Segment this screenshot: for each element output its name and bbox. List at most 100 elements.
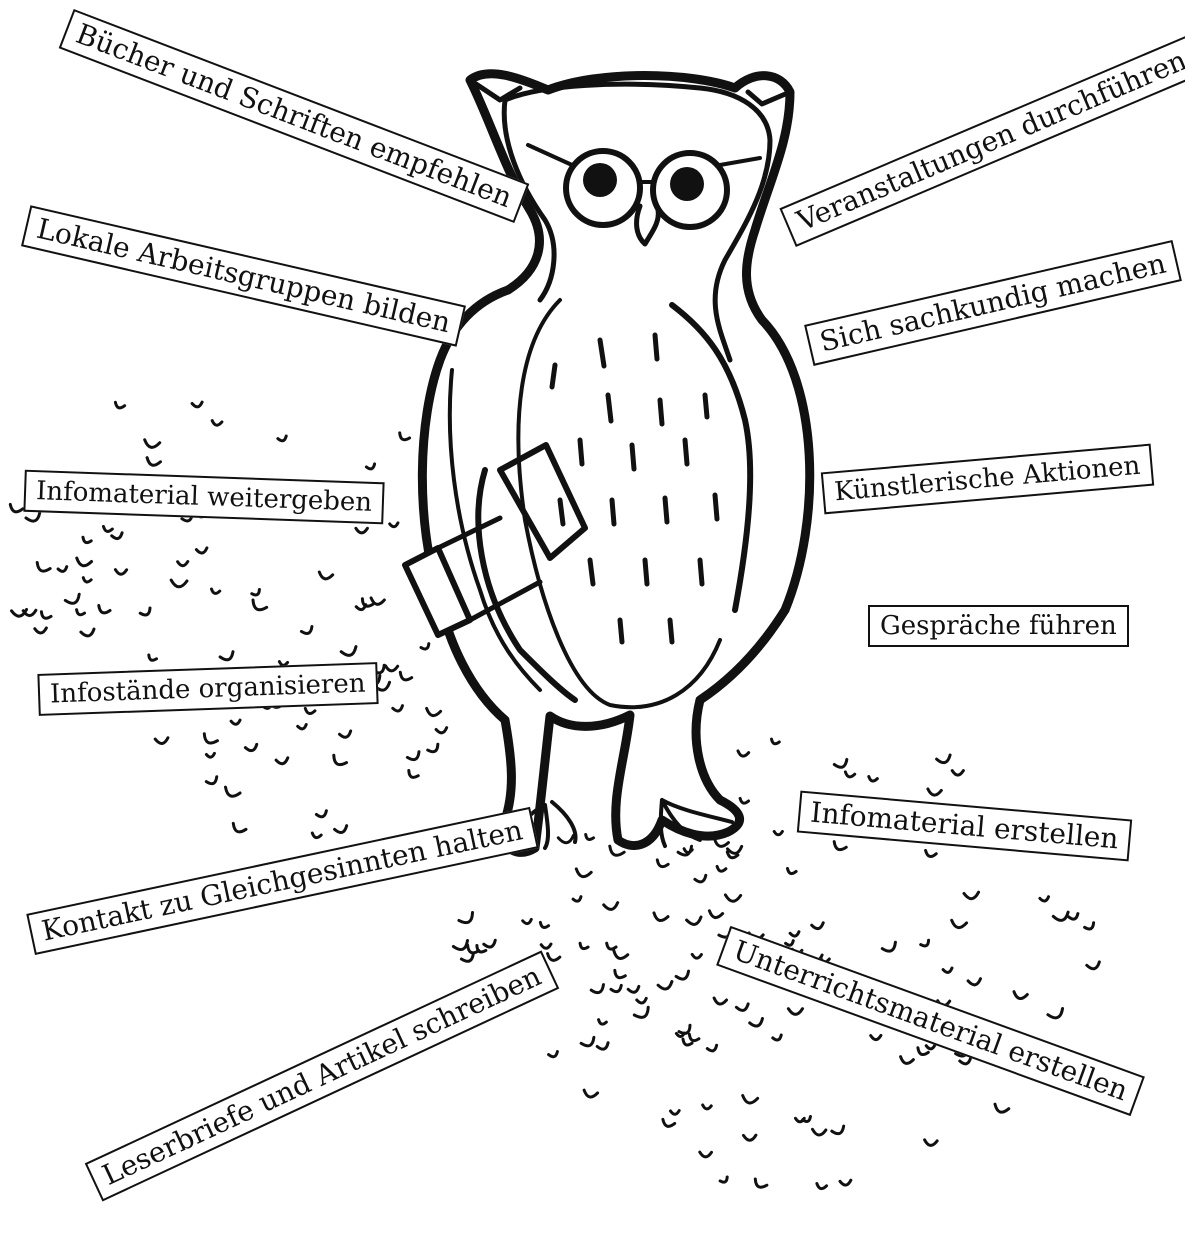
feather-scribble [385, 666, 397, 671]
feather-scribble [750, 1019, 765, 1029]
feather-scribble [145, 458, 160, 467]
feather-scribble [316, 811, 327, 819]
feather-scribble [937, 755, 952, 765]
feather-scribble [598, 1020, 607, 1025]
feather-scribble [573, 897, 582, 903]
feather-scribble [742, 1096, 758, 1105]
feather-scribble [335, 826, 349, 834]
feather-scribble [688, 1034, 699, 1042]
feather-scribble [943, 968, 952, 973]
feather-scribble [393, 706, 404, 712]
feather-scribble [212, 421, 222, 426]
feather-scribble [9, 504, 23, 513]
feather-scribble [112, 533, 124, 540]
feather-scribble [637, 998, 647, 1003]
feather-scribble [770, 739, 779, 745]
feather-scribble [728, 846, 743, 854]
feather-scribble [541, 944, 551, 949]
feather-scribble [407, 771, 419, 780]
feather-scribble [196, 548, 207, 554]
feather-scribble [147, 655, 156, 662]
feather-scribble [725, 895, 741, 902]
feather-scribble [716, 866, 726, 872]
feather-scribble [658, 981, 673, 990]
feather-scribble [398, 433, 410, 442]
feather-scribble [611, 985, 623, 993]
feather-scribble [736, 1004, 749, 1012]
feather-scribble [202, 734, 218, 746]
feather-scribble [788, 1009, 802, 1015]
feather-scribble [546, 954, 560, 962]
feather-scribble [523, 919, 532, 924]
feather-scribble [231, 823, 246, 834]
feather-scribble [318, 572, 333, 580]
feather-scribble [1048, 1008, 1065, 1020]
feather-scribble [1087, 962, 1101, 970]
feather-scribble [702, 1105, 711, 1109]
feather-scribble [597, 1043, 609, 1051]
feather-scribble [301, 626, 313, 635]
feather-scribble [97, 606, 110, 616]
feather-scribble [924, 851, 936, 859]
feather-scribble [812, 923, 825, 930]
feather-scribble [899, 1057, 913, 1065]
feather-scribble [591, 985, 605, 995]
feather-scribble [695, 875, 707, 883]
feather-scribble [927, 789, 941, 796]
feather-scribble [661, 1119, 674, 1128]
feather-scribble [687, 917, 703, 926]
feather-scribble [206, 753, 214, 757]
feather-scribble [390, 523, 399, 527]
feather-scribble [1040, 897, 1049, 902]
feather-scribble [656, 860, 669, 869]
feather-scribble [581, 1037, 596, 1048]
feather-scribble [840, 1180, 851, 1185]
feather-scribble [558, 835, 574, 843]
feather-scribble [539, 922, 548, 929]
feather-scribble [484, 940, 497, 949]
feather-scribble [844, 772, 854, 778]
feather-scribble [366, 464, 375, 470]
feather-scribble [192, 402, 203, 407]
feather-scribble [871, 1035, 881, 1039]
feather-scribble [700, 1152, 712, 1157]
feather-scribble [298, 724, 307, 729]
feather-scribble [812, 1129, 826, 1135]
feather-scribble [964, 892, 979, 899]
feather-scribble [834, 759, 849, 769]
feather-scribble [968, 979, 981, 986]
feather-scribble [276, 758, 289, 765]
feather-scribble [993, 1104, 1009, 1114]
feather-scribble [340, 731, 352, 739]
feather-scribble [252, 589, 261, 596]
feather-scribble [1085, 923, 1096, 931]
feather-scribble [628, 986, 640, 993]
feather-scribble [720, 1177, 729, 1184]
feather-scribble [82, 537, 92, 544]
feather-scribble [35, 563, 50, 574]
feather-scribble [171, 580, 187, 587]
feather-scribble [583, 1090, 598, 1098]
feather-scribble [790, 932, 799, 937]
feather-scribble [692, 954, 701, 958]
feather-scribble [613, 970, 626, 980]
feather-scribble [612, 951, 627, 960]
feather-scribble [916, 1048, 928, 1057]
feather-scribble [58, 567, 68, 573]
feather-scribble [1069, 914, 1080, 921]
label-gespraeche: Gespräche führen [868, 605, 1129, 647]
feather-scribble [102, 527, 112, 533]
feather-scribble [707, 1045, 718, 1052]
feather-scribble [832, 1126, 846, 1136]
feather-scribble [584, 835, 593, 841]
feather-scribble [178, 562, 188, 566]
feather-scribble [356, 528, 368, 533]
feather-scribble [341, 647, 358, 658]
feather-scribble [81, 629, 95, 637]
feather-scribble [245, 744, 258, 752]
feather-scribble [868, 777, 877, 783]
feather-scribble [398, 672, 412, 682]
feather-scribble [832, 842, 846, 852]
feather-scribble [579, 943, 588, 950]
